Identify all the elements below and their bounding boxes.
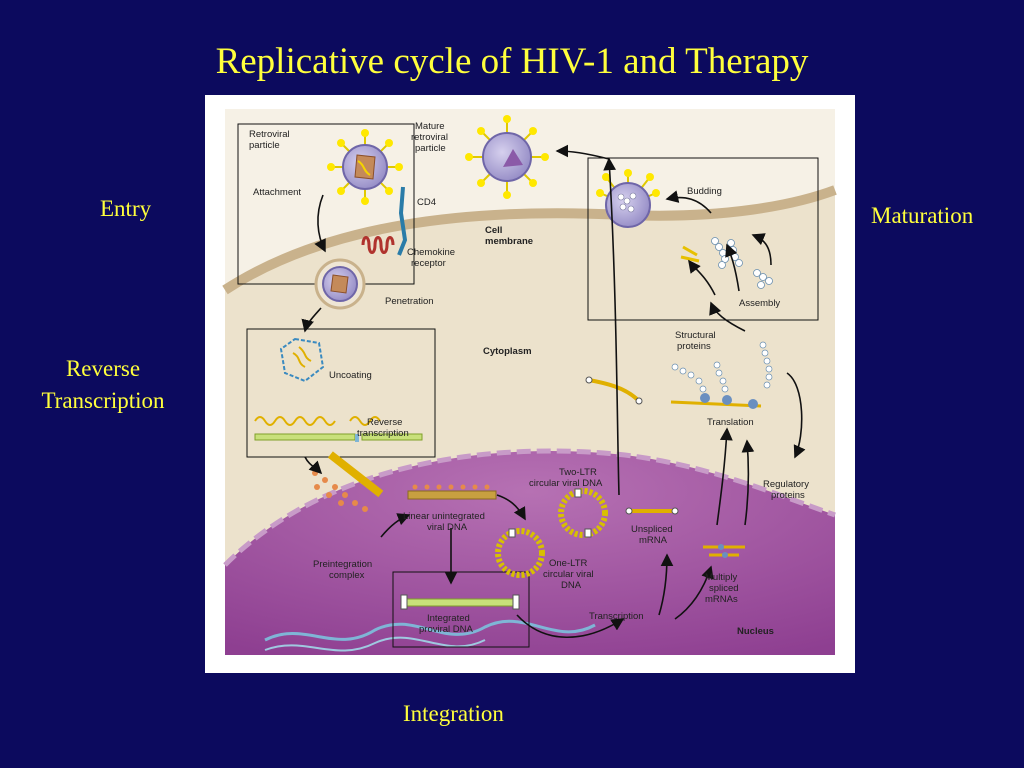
label-structural-1: Structural bbox=[675, 330, 716, 341]
label-integration: Integration bbox=[403, 701, 504, 726]
label-unspliced-2: mRNA bbox=[639, 535, 668, 546]
retroviral-particle-icon bbox=[327, 129, 403, 205]
label-regulatory-2: proteins bbox=[771, 490, 805, 501]
label-preint-1: Preintegration bbox=[313, 559, 372, 570]
flow-arrows bbox=[301, 144, 806, 639]
label-integrated-2: proviral DNA bbox=[419, 624, 474, 635]
penetrating-virus-icon bbox=[314, 258, 366, 310]
spliced-mrnas-icon bbox=[703, 544, 745, 558]
label-reverse-transcription-line2: Transcription bbox=[41, 388, 165, 413]
label-mature-2: retroviral bbox=[411, 132, 448, 143]
label-reverse-transcription-line1: Reverse bbox=[65, 356, 141, 381]
label-attachment: Attachment bbox=[253, 187, 301, 198]
linear-viral-dna-icon bbox=[407, 484, 497, 500]
ltr-marker-3 bbox=[508, 528, 516, 538]
ltr-marker bbox=[574, 488, 582, 498]
label-linear-1: Linear unintegrated bbox=[403, 511, 485, 522]
label-transcription: Transcription bbox=[589, 611, 644, 622]
label-reverse-transcription-2: transcription bbox=[357, 428, 409, 439]
label-retroviral-particle-2: particle bbox=[249, 140, 280, 151]
label-integrated-1: Integrated bbox=[427, 613, 470, 624]
diagram-labels: Retroviral particle Mature retroviral pa… bbox=[249, 121, 809, 637]
label-chemokine-1: Chemokine bbox=[407, 247, 455, 258]
label-cell-membrane-1: Cell bbox=[485, 225, 502, 236]
label-structural-2: proteins bbox=[677, 341, 711, 352]
chromatin bbox=[264, 619, 596, 642]
rna-strand-icon bbox=[254, 416, 381, 426]
nucleus-region bbox=[225, 450, 835, 655]
label-penetration: Penetration bbox=[385, 296, 434, 307]
hiv-replication-diagram: Retroviral particle Mature retroviral pa… bbox=[205, 95, 855, 673]
maturation-box bbox=[587, 157, 819, 321]
label-reverse-transcription-1: Reverse bbox=[367, 417, 402, 428]
label-one-ltr-1: One-LTR bbox=[549, 558, 588, 569]
label-two-ltr-2: circular viral DNA bbox=[529, 478, 603, 489]
label-regulatory-1: Regulatory bbox=[763, 479, 809, 490]
label-reverse-transcription: Reverse Transcription bbox=[20, 353, 186, 417]
label-assembly: Assembly bbox=[739, 298, 780, 309]
label-uncoating: Uncoating bbox=[329, 370, 372, 381]
label-cytoplasm: Cytoplasm bbox=[483, 346, 532, 357]
label-nucleus: Nucleus bbox=[737, 626, 774, 637]
dna-strand-icon bbox=[254, 433, 423, 442]
label-retroviral-particle-1: Retroviral bbox=[249, 129, 290, 140]
slide-title: Replicative cycle of HIV-1 and Therapy bbox=[215, 41, 809, 82]
label-translation: Translation bbox=[707, 417, 754, 428]
label-one-ltr-2: circular viral bbox=[543, 569, 594, 580]
translation-ribosomes-icon bbox=[670, 341, 773, 409]
uncoating-capsid-icon bbox=[279, 337, 325, 383]
label-budding: Budding bbox=[687, 186, 722, 197]
label-entry: Entry bbox=[100, 196, 152, 221]
label-multiply-3: mRNAs bbox=[705, 594, 738, 605]
label-preint-2: complex bbox=[329, 570, 365, 581]
chemokine-receptor-icon bbox=[361, 236, 395, 254]
label-cd4: CD4 bbox=[417, 197, 436, 208]
cytoplasm-mrna-icon bbox=[585, 376, 643, 405]
budding-virus-icon bbox=[596, 169, 660, 228]
nuclear-envelope bbox=[223, 448, 836, 567]
cd4-receptor bbox=[397, 186, 408, 256]
label-multiply-1: Multiply bbox=[705, 572, 737, 583]
label-chemokine-2: receptor bbox=[411, 258, 446, 269]
label-maturation: Maturation bbox=[871, 203, 974, 228]
integrated-dna-icon bbox=[400, 594, 520, 610]
label-cell-membrane-2: membrane bbox=[485, 236, 533, 247]
label-mature-3: particle bbox=[415, 143, 446, 154]
ltr-marker-2 bbox=[584, 528, 592, 538]
integration-box bbox=[392, 571, 530, 648]
label-two-ltr-1: Two-LTR bbox=[559, 467, 597, 478]
label-multiply-2: spliced bbox=[709, 583, 739, 594]
chromatin-2 bbox=[264, 636, 486, 652]
label-linear-2: viral DNA bbox=[427, 522, 468, 533]
unspliced-mrna-icon bbox=[625, 507, 679, 515]
two-ltr-circle bbox=[558, 488, 608, 538]
reverse-transcription-box bbox=[246, 328, 436, 458]
label-one-ltr-3: DNA bbox=[561, 580, 582, 591]
one-ltr-circle bbox=[495, 528, 545, 578]
diagram-svg: Retroviral particle Mature retroviral pa… bbox=[222, 109, 837, 655]
mature-particle-icon bbox=[465, 115, 549, 199]
label-unspliced-1: Unspliced bbox=[631, 524, 673, 535]
label-mature-1: Mature bbox=[415, 121, 445, 132]
